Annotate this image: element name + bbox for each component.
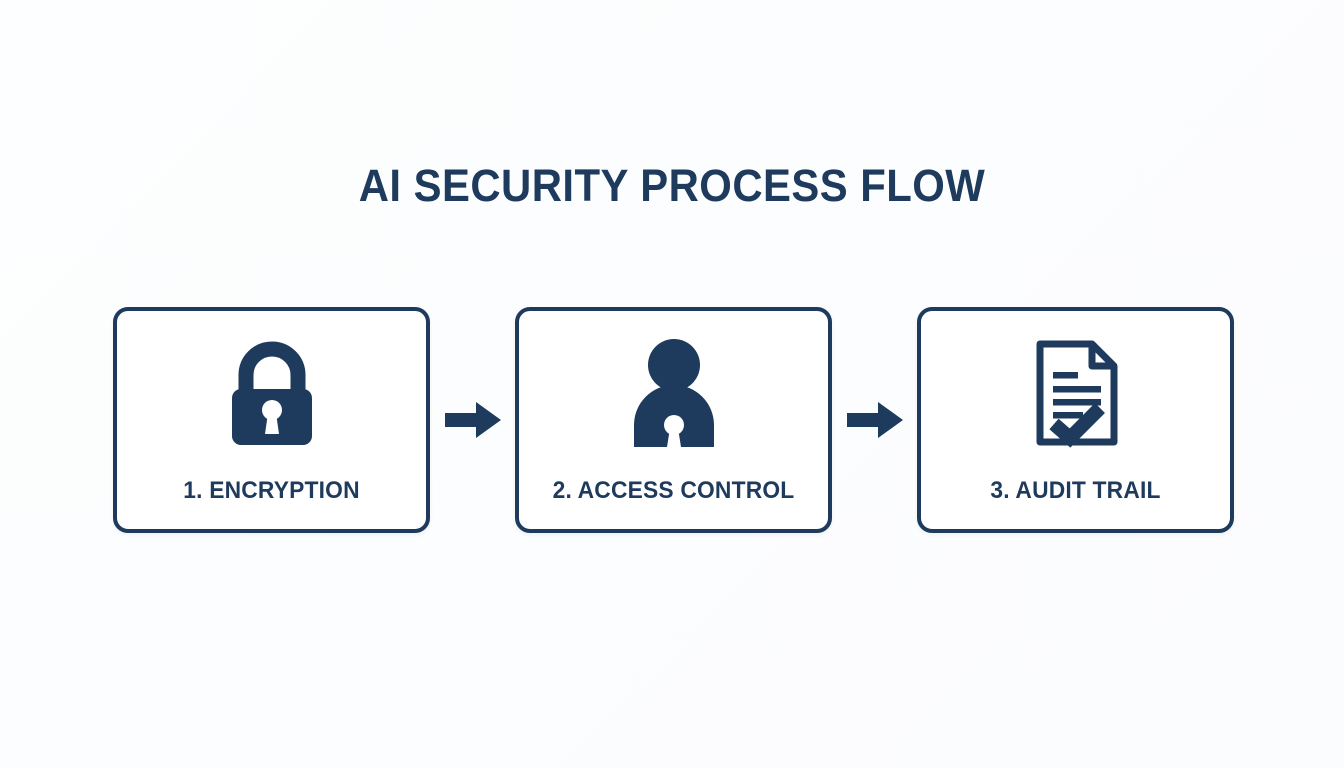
step-box-audit-trail[interactable]: 3. AUDIT TRAIL [917,307,1234,533]
step-label-audit-trail: 3. AUDIT TRAIL [990,477,1161,504]
step-box-encryption[interactable]: 1. ENCRYPTION [113,307,430,533]
step-label-access-control: 2. ACCESS CONTROL [552,477,795,504]
arrow-right-icon [444,402,501,438]
process-flow-row: 1. ENCRYPTION 2. ACCESS CONTR [113,307,1234,533]
connector-1 [430,307,515,533]
icon-container [1030,339,1122,448]
step-label-encryption: 1. ENCRYPTION [183,477,360,504]
arrow-right-icon [846,402,903,438]
icon-container [626,339,722,447]
user-lock-icon [633,339,714,447]
padlock-icon [231,341,312,445]
icon-container [224,339,320,447]
step-box-access-control[interactable]: 2. ACCESS CONTROL [515,307,832,533]
page-title: AI SECURITY PROCESS FLOW [358,160,986,211]
connector-2 [832,307,917,533]
document-check-icon [1036,340,1117,448]
